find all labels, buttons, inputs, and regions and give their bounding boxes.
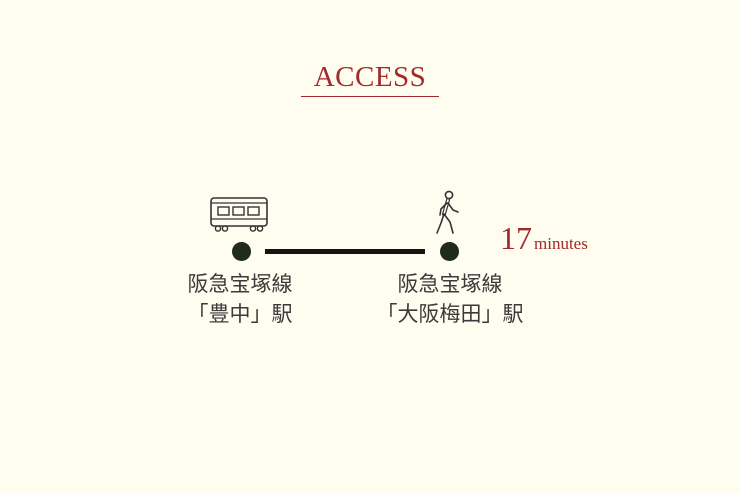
route-line [265,249,425,254]
duration-unit: minutes [534,234,588,253]
page-title: ACCESS [313,61,427,93]
start-station-line: 阪急宝塚線 [187,272,293,296]
end-station: 阪急宝塚線 「大阪梅田」駅 [370,269,530,329]
duration-value: 17 [500,220,532,256]
start-station-name: 「豊中」駅 [187,302,293,326]
start-station-dot [232,242,251,261]
end-station-name: 「大阪梅田」駅 [376,302,524,326]
walking-person-icon [436,190,459,234]
train-icon [210,197,268,232]
end-station-dot [440,242,459,261]
end-station-line: 阪急宝塚線 [397,272,503,296]
start-station: 阪急宝塚線 「豊中」駅 [160,269,320,329]
title-underline [301,96,439,97]
